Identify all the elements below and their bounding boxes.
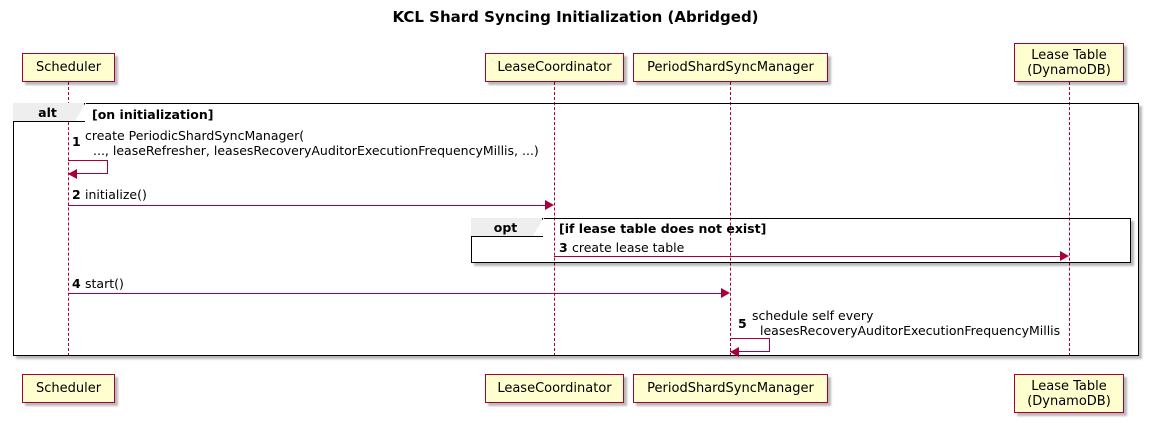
fragment-opt-condition: [if lease table does not exist] — [559, 221, 767, 236]
message-2-arrowhead — [545, 200, 554, 210]
message-2-number: 2 — [72, 187, 81, 202]
participant-leasecoordinator-top[interactable]: LeaseCoordinator — [485, 53, 624, 82]
fragment-alt-operator: alt — [13, 101, 86, 122]
participant-label: LeaseCoordinator — [497, 60, 612, 75]
fragment-operator-label: alt — [38, 104, 57, 120]
participant-label: LeaseCoordinator — [497, 381, 612, 396]
participant-periodshardsyncmanager-top[interactable]: PeriodShardSyncManager — [633, 53, 828, 82]
fragment-alt — [13, 103, 1139, 356]
participant-leasecoordinator-bottom[interactable]: LeaseCoordinator — [485, 374, 624, 403]
message-3-number: 3 — [559, 240, 568, 255]
participant-label: Scheduler — [35, 381, 102, 396]
participant-periodshardsyncmanager-bottom[interactable]: PeriodShardSyncManager — [633, 374, 828, 403]
message-5-arrowhead — [730, 347, 739, 357]
message-3-arrowhead — [1060, 251, 1069, 261]
diagram-title: KCL Shard Syncing Initialization (Abridg… — [392, 8, 759, 26]
lifeline-scheduler — [68, 82, 69, 356]
participant-scheduler-top[interactable]: Scheduler — [22, 53, 115, 82]
participant-label: Scheduler — [35, 60, 102, 75]
message-5-label-line1: schedule self every — [752, 308, 874, 323]
message-4-line — [68, 293, 721, 294]
message-4-label-line1: start() — [85, 276, 124, 291]
message-3-line — [554, 256, 1060, 257]
lifeline-periodshardsyncmanager — [730, 82, 731, 356]
message-1-self-loop — [68, 160, 108, 174]
message-1-label-line1: create PeriodicShardSyncManager( — [85, 128, 305, 143]
participant-label: PeriodShardSyncManager — [647, 381, 814, 396]
message-5-number: 5 — [738, 316, 747, 331]
participant-scheduler-bottom[interactable]: Scheduler — [22, 374, 115, 403]
message-3-label-line1: create lease table — [572, 240, 685, 255]
fragment-alt-condition: [on initialization] — [92, 107, 214, 122]
fragment-opt — [471, 218, 1131, 263]
message-5-self-loop — [730, 338, 770, 352]
message-1-label-line2: ..., leaseRefresher, leasesRecoveryAudit… — [93, 143, 539, 158]
message-4-number: 4 — [72, 276, 81, 291]
lifeline-leasecoordinator — [554, 82, 555, 356]
message-2-line — [68, 205, 545, 206]
participant-leasetable-bottom[interactable]: Lease Table (DynamoDB) — [1014, 374, 1124, 413]
fragment-operator-label: opt — [493, 219, 518, 235]
message-2-label-line1: initialize() — [85, 187, 147, 202]
message-1-arrowhead — [68, 169, 77, 179]
message-1-number: 1 — [72, 134, 81, 149]
participant-label: Lease Table (DynamoDB) — [1027, 378, 1111, 409]
message-4-arrowhead — [721, 288, 730, 298]
participant-label: Lease Table (DynamoDB) — [1027, 47, 1111, 78]
fragment-opt-operator: opt — [471, 216, 544, 237]
lifeline-leasetable — [1069, 82, 1070, 356]
participant-leasetable-top[interactable]: Lease Table (DynamoDB) — [1014, 43, 1124, 82]
message-5-label-line2: leasesRecoveryAuditorExecutionFrequencyM… — [760, 323, 1061, 338]
participant-label: PeriodShardSyncManager — [647, 60, 814, 75]
